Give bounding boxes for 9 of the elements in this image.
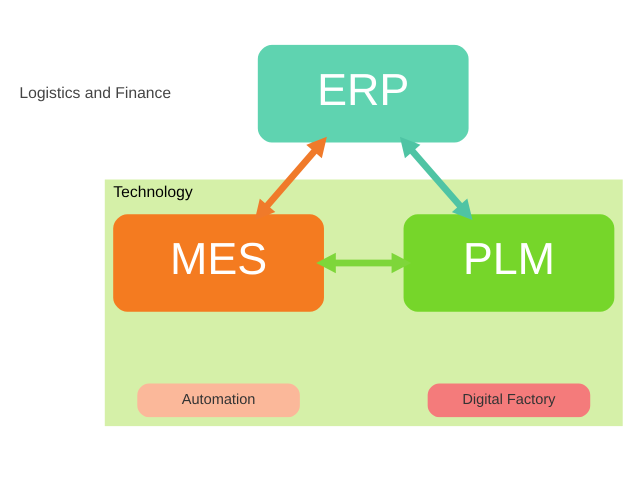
label: Logistics and Finance <box>19 84 172 102</box>
arrow <box>316 252 412 273</box>
node-box: ERP <box>258 44 469 142</box>
node-box: MES <box>113 214 324 312</box>
node-box: Digital Factory <box>428 383 590 417</box>
node-box: Automation <box>137 383 300 417</box>
arrow <box>400 136 472 220</box>
node-box: PLM <box>404 214 614 312</box>
arrow <box>254 136 327 220</box>
